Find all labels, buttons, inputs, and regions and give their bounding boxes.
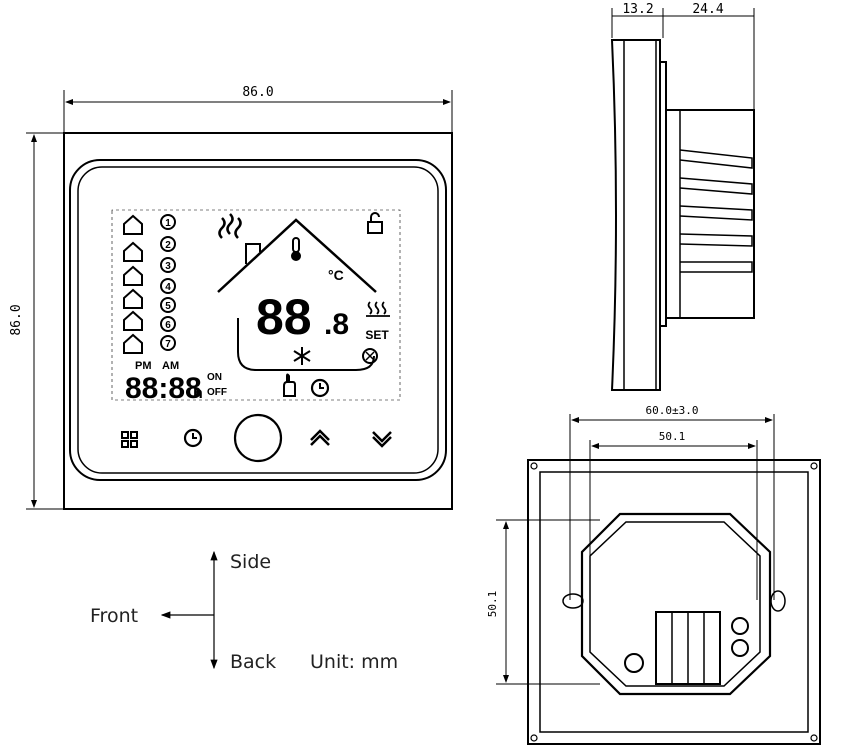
snowflake-icon [293, 347, 311, 365]
program-number: 3 [165, 261, 171, 272]
back-height-label: 50.1 [486, 591, 499, 618]
temperature-digits: 88 [256, 289, 312, 345]
orientation-legend: Side Front Back Unit: mm [90, 550, 398, 673]
unit-label: Unit: mm [310, 651, 398, 673]
program-number: 5 [165, 301, 171, 312]
bezel-inner [77, 166, 439, 474]
front-height-label: 86.0 [9, 304, 24, 335]
program-number: 1 [165, 218, 171, 229]
back-label: Back [230, 651, 276, 673]
house-icon [123, 214, 143, 354]
front-label: Front [90, 605, 138, 627]
clock-icon[interactable] [183, 428, 203, 448]
side-depth-front-label: 13.2 [622, 2, 653, 17]
set-label: SET [365, 328, 389, 342]
side-view: 13.2 24.4 [610, 2, 755, 391]
fan-icon [362, 348, 378, 364]
clock-icon [310, 378, 330, 398]
side-label: Side [230, 551, 271, 573]
heat-waves-icon [218, 213, 242, 239]
heat-waves-icon [366, 301, 390, 317]
power-button-icon[interactable] [233, 413, 283, 463]
program-number-list: 1 2 3 4 5 6 7 [160, 214, 176, 351]
celsius-unit: °C [328, 267, 344, 283]
clock-digits: 88:88 [125, 372, 202, 405]
on-label: ON [207, 372, 222, 383]
chevron-up-icon[interactable] [310, 429, 330, 446]
back-width-inner-label: 50.1 [659, 430, 686, 443]
menu-grid-icon[interactable] [121, 431, 138, 448]
program-number: 7 [165, 339, 171, 350]
side-depth-back-label: 24.4 [692, 2, 723, 17]
program-number: 4 [165, 282, 171, 293]
chevron-down-icon[interactable] [372, 431, 392, 448]
bezel-outer [69, 159, 447, 481]
off-label: OFF [207, 387, 227, 398]
back-width-outer-label: 60.0±3.0 [646, 404, 699, 417]
front-width-label: 86.0 [242, 85, 273, 100]
program-number: 6 [165, 320, 171, 331]
front-view: 86.0 86.0 1 2 [9, 85, 453, 510]
am-label: AM [162, 360, 179, 372]
hour-suffix: h [193, 385, 203, 402]
lcd-area [111, 209, 401, 401]
hand-icon [283, 373, 296, 397]
thermometer-icon [291, 237, 301, 261]
terminal-fins [679, 149, 753, 273]
temperature-decimal: .8 [324, 308, 349, 341]
program-icons: 1 2 3 4 5 6 7 [123, 214, 176, 354]
back-view: 60.0±3.0 50.1 50.1 [486, 404, 821, 745]
pm-label: PM [135, 360, 152, 372]
lock-icon [367, 212, 383, 234]
front-body-outline [63, 132, 453, 510]
program-number: 2 [165, 240, 171, 251]
